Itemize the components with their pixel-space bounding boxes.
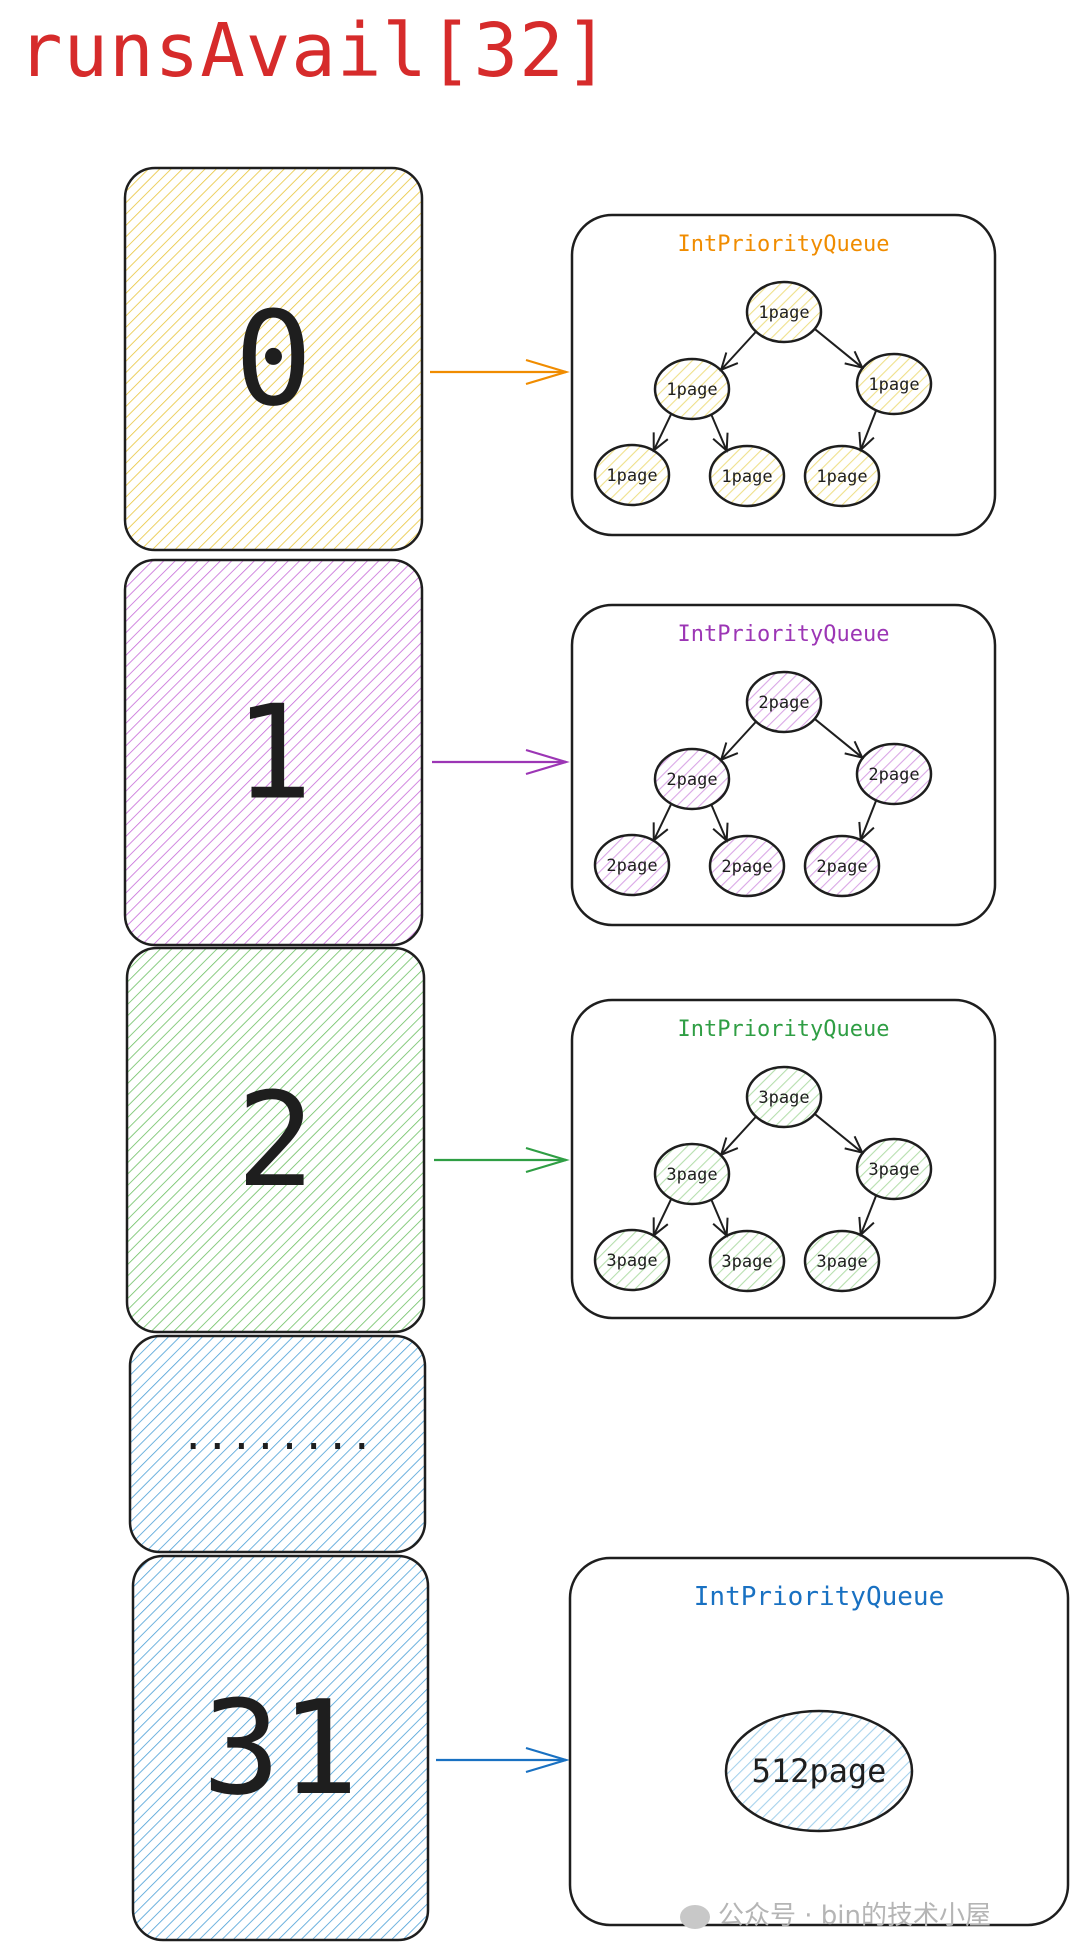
heap-node-label: 3page <box>816 1252 867 1272</box>
heap-node <box>593 443 671 507</box>
diagram-title: runsAvail[32] <box>18 8 611 94</box>
heap-node-label: 3page <box>868 1160 919 1180</box>
slot-label: 1 <box>234 677 312 829</box>
arrow-1 <box>432 748 570 776</box>
heap-node <box>593 1228 671 1292</box>
slot-3: ........ <box>128 1334 427 1554</box>
slot-2: 2 <box>125 946 426 1334</box>
slot-box <box>123 166 424 552</box>
heap-node-label: 2page <box>816 857 867 877</box>
heap-node-label: 3page <box>666 1165 717 1185</box>
heap-node-label: 1page <box>868 375 919 395</box>
slot-box <box>125 946 426 1334</box>
heap-node-label: 1page <box>816 467 867 487</box>
watermark: 公众号 · bin的技术小屋 <box>680 1895 991 1932</box>
queue-title: IntPriorityQueue <box>678 622 890 647</box>
queue-box <box>570 213 997 537</box>
heap-node-label: 1page <box>666 380 717 400</box>
wechat-icon <box>680 1904 710 1929</box>
heap-node <box>745 280 823 344</box>
queue-title: IntPriorityQueue <box>678 232 890 257</box>
priority-queue-3: IntPriorityQueue 512page <box>568 1556 1070 1927</box>
slot-label: 2 <box>236 1064 314 1216</box>
heap-node-label: 1page <box>606 466 657 486</box>
slot-1: 1 <box>123 558 424 947</box>
heap-node <box>855 742 933 806</box>
slot-label: 0 <box>234 283 312 435</box>
slot-box <box>123 558 424 947</box>
heap-node-label: 2page <box>758 693 809 713</box>
heap-node <box>745 670 823 734</box>
priority-queue-2: IntPriorityQueue 3page 3page 3page 3page 3pag… <box>570 998 997 1320</box>
heap-node <box>653 1142 731 1206</box>
slot-4: 31 <box>131 1554 430 1942</box>
heap-node <box>803 444 881 508</box>
heap-node <box>855 1137 933 1201</box>
heap-node <box>653 357 731 421</box>
arrow-2 <box>434 1146 570 1174</box>
heap-node <box>708 1229 786 1293</box>
priority-queue-1: IntPriorityQueue 2page 2page 2page 2page 2pag… <box>570 603 997 927</box>
priority-queue-0: IntPriorityQueue 1page 1page 1page 1page 1pag… <box>570 213 997 537</box>
arrow-3 <box>436 1746 570 1774</box>
heap-node-label: 512page <box>752 1752 887 1790</box>
heap-node <box>803 834 881 898</box>
slot-0: 0 <box>123 166 424 552</box>
heap-node-label: 3page <box>758 1088 809 1108</box>
heap-node-label: 3page <box>606 1251 657 1271</box>
queue-title: IntPriorityQueue <box>694 1582 944 1612</box>
queue-box <box>570 603 997 927</box>
slot-label: ........ <box>181 1413 374 1459</box>
heap-node <box>708 444 786 508</box>
heap-node-label: 1page <box>721 467 772 487</box>
heap-node <box>803 1229 881 1293</box>
queue-box <box>570 998 997 1320</box>
heap-node-label: 1page <box>758 303 809 323</box>
slot-box <box>128 1334 427 1554</box>
heap-node <box>708 834 786 898</box>
heap-node-label: 2page <box>666 770 717 790</box>
heap-node <box>745 1065 823 1129</box>
heap-node-label: 3page <box>721 1252 772 1272</box>
queue-title: IntPriorityQueue <box>678 1017 890 1042</box>
heap-node-label: 2page <box>721 857 772 877</box>
heap-node <box>593 833 671 897</box>
arrow-0 <box>430 358 570 386</box>
slot-box <box>131 1554 430 1942</box>
heap-node <box>653 747 731 811</box>
heap-node-label: 2page <box>606 856 657 876</box>
watermark-text: 公众号 · bin的技术小屋 <box>718 1901 992 1931</box>
heap-node <box>724 1709 914 1833</box>
heap-node <box>855 352 933 416</box>
heap-node-label: 2page <box>868 765 919 785</box>
slot-label: 31 <box>202 1672 359 1824</box>
